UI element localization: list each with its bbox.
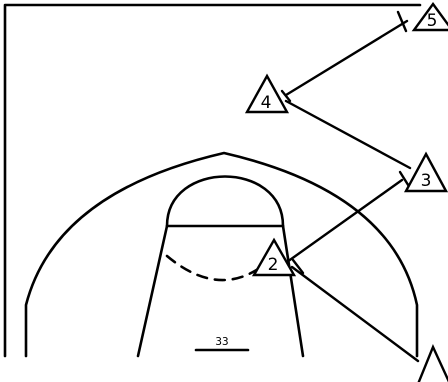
player-2: 2 — [251, 237, 297, 277]
cut-tick-2 — [291, 258, 305, 275]
free-throw-circle-bottom-dashed — [165, 254, 272, 282]
player-2-triangle — [251, 237, 297, 277]
free-throw-circle-top — [165, 175, 285, 228]
three-point-arc — [24, 151, 419, 358]
player-4: 4 — [244, 73, 290, 114]
player-4-triangle — [244, 73, 290, 114]
player-5-triangle — [411, 1, 448, 32]
lane-line-right — [281, 224, 305, 358]
pass-line-4-to-3 — [284, 99, 412, 170]
player-4-number: 4 — [261, 93, 272, 113]
bottom-marker-text: 33 — [215, 335, 228, 348]
player-5: 5 — [411, 1, 448, 32]
court-boundary — [3, 3, 422, 358]
player-3: 3 — [403, 151, 448, 193]
pass-tick-5 — [396, 10, 408, 33]
player-3-triangle — [403, 151, 448, 193]
pass-line-5-to-4 — [284, 19, 409, 97]
pass-line-3-to-2 — [285, 178, 404, 264]
lane-line-left — [136, 224, 169, 358]
player-5-number: 5 — [427, 11, 438, 31]
player-3-number: 3 — [421, 171, 432, 191]
pass-tick-4-top — [280, 89, 292, 103]
corner-player-partial — [417, 343, 448, 382]
cut-line-2-to-corner — [290, 265, 420, 363]
player-2-number: 2 — [268, 255, 279, 275]
bottom-marker: 33 — [194, 335, 250, 352]
